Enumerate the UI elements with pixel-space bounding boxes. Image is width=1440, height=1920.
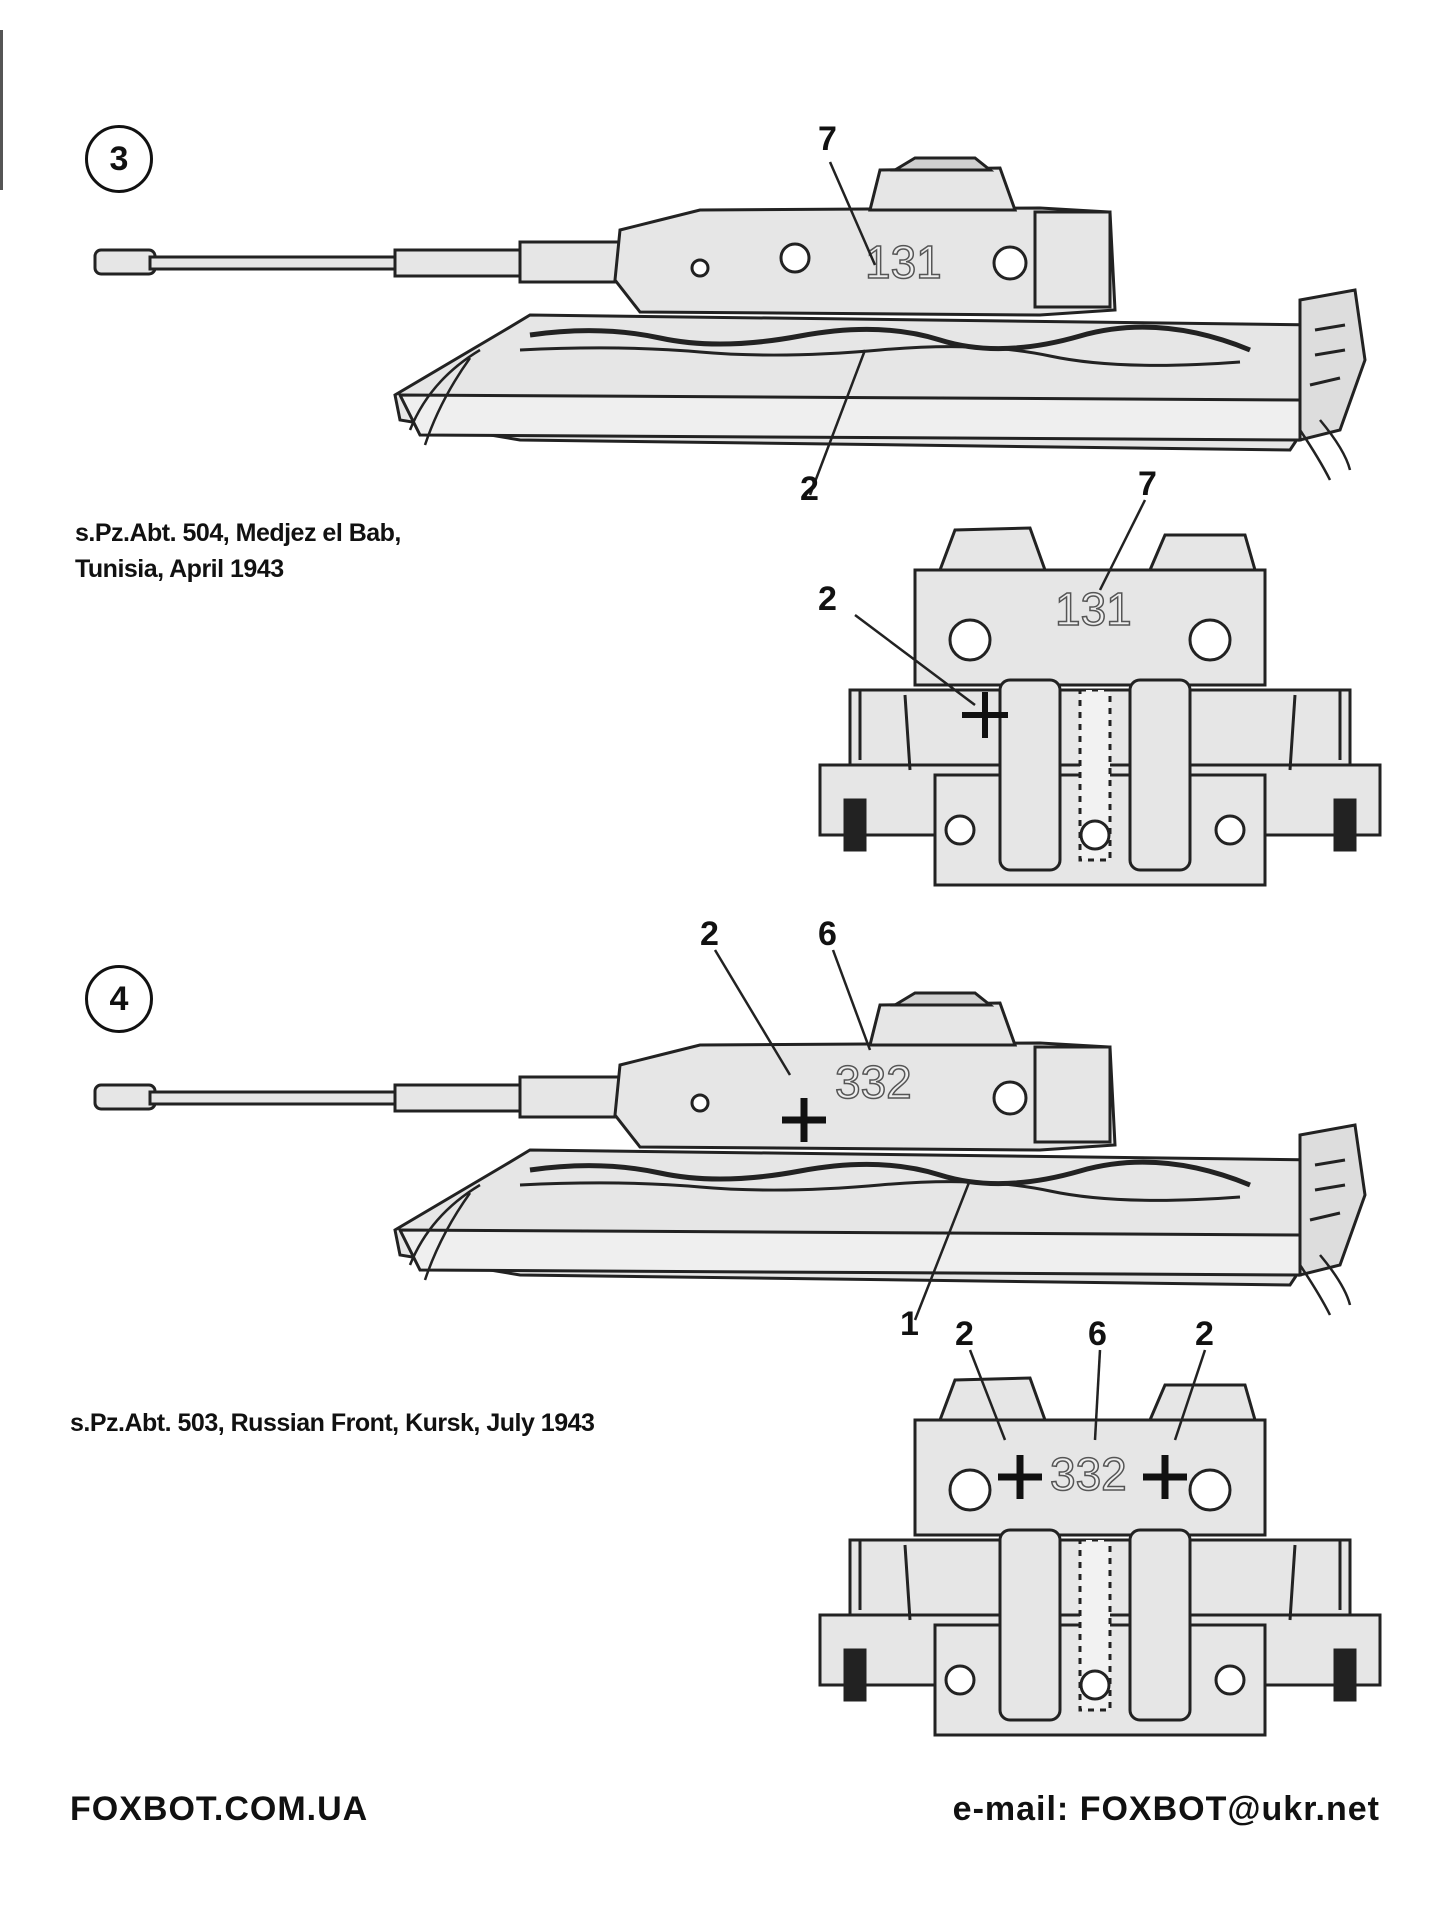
profile-3-caption: s.Pz.Abt. 504, Medjez el Bab, Tunisia, A… bbox=[75, 515, 401, 587]
profile-3-side-hull-number: 131 bbox=[865, 236, 942, 288]
profile-4-rear-callout-2-right: 2 bbox=[1195, 1315, 1214, 1353]
profile-3-side-view: 131 7 2 bbox=[93, 120, 1367, 508]
profile-4-rear-callout-6: 6 bbox=[1088, 1315, 1107, 1353]
profile-3-rear-view: 131 7 2 bbox=[818, 465, 1382, 887]
profile-3-rear-callout-7: 7 bbox=[1138, 465, 1157, 503]
footer-email: e-mail: FOXBOT@ukr.net bbox=[952, 1790, 1380, 1828]
profile-3-badge-label: 3 bbox=[109, 139, 129, 178]
profile-3-rear-hull-number: 131 bbox=[1055, 583, 1132, 635]
profile-4-badge-label: 4 bbox=[109, 979, 129, 1018]
profile-4-side-callout-6: 6 bbox=[818, 915, 837, 953]
profile-4-rear-callout-2-left: 2 bbox=[955, 1315, 974, 1353]
profile-4-badge: 4 bbox=[85, 965, 153, 1033]
profile-4-side-view: 332 2 6 1 bbox=[93, 915, 1367, 1343]
profile-3-caption-line1: s.Pz.Abt. 504, Medjez el Bab, bbox=[75, 519, 401, 547]
profile-4-side-callout-1: 1 bbox=[900, 1305, 919, 1343]
profile-3-side-callout-7: 7 bbox=[818, 120, 837, 158]
profile-3-badge: 3 bbox=[85, 125, 153, 193]
profile-4-caption-line1: s.Pz.Abt. 503, Russian Front, Kursk, Jul… bbox=[70, 1409, 595, 1437]
profile-3-side-callout-2: 2 bbox=[800, 470, 819, 508]
profile-4-rear-view: 332 2 6 2 bbox=[818, 1315, 1382, 1737]
profile-4-side-callout-2: 2 bbox=[700, 915, 719, 953]
footer-website: FOXBOT.COM.UA bbox=[70, 1790, 369, 1828]
profile-4-caption: s.Pz.Abt. 503, Russian Front, Kursk, Jul… bbox=[70, 1405, 595, 1441]
profile-3-caption-line2: Tunisia, April 1943 bbox=[75, 555, 284, 583]
profile-4-rear-hull-number: 332 bbox=[1050, 1448, 1127, 1500]
profile-4-side-hull-number: 332 bbox=[835, 1056, 912, 1108]
page-edge-mark bbox=[0, 30, 3, 190]
profile-3-rear-callout-2: 2 bbox=[818, 580, 837, 618]
